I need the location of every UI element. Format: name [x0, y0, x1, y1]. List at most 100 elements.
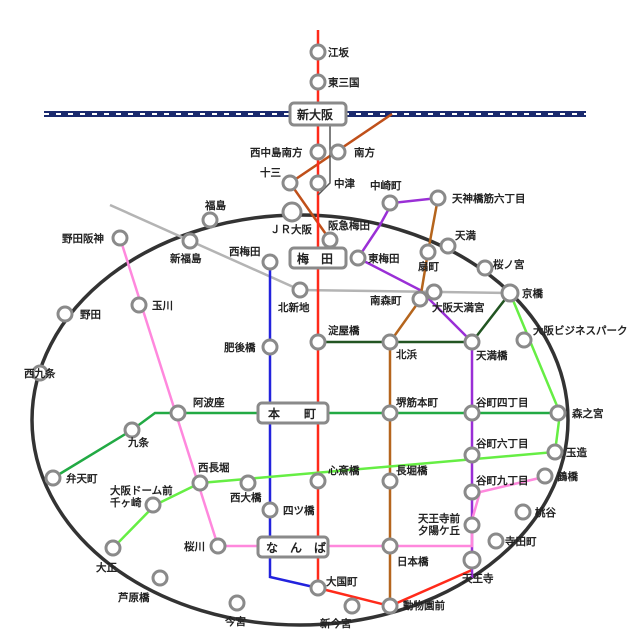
- station-obp[interactable]: [515, 331, 533, 349]
- label-minamimorimachi: 南森町: [370, 294, 402, 307]
- label-temma: 天満: [455, 229, 476, 242]
- station-shinimamiya[interactable]: [343, 597, 361, 615]
- station-temmabashi[interactable]: [463, 333, 481, 351]
- station-yotsubashi[interactable]: [261, 501, 279, 519]
- label-obp: 大阪ビジネスパーク: [533, 324, 628, 337]
- station-ogimachi[interactable]: [419, 243, 437, 261]
- label-doubutsuenmae: 動物園前: [403, 599, 445, 612]
- station-shinfukushima[interactable]: [181, 232, 199, 250]
- label-osakadome-2: 千ヶ崎: [110, 496, 142, 509]
- station-tsuruhashi[interactable]: [536, 467, 554, 485]
- label-higashiumeda: 東梅田: [368, 252, 400, 265]
- station-minamimorimachi[interactable]: [411, 290, 429, 308]
- label-temmabashi: 天満橋: [476, 349, 508, 362]
- label-tamatsukuri: 玉造: [566, 446, 587, 459]
- station-tanimachi9[interactable]: [463, 483, 481, 501]
- station-noda-hanshin[interactable]: [111, 229, 129, 247]
- station-momodani[interactable]: [514, 503, 532, 521]
- station-ashiharabashi[interactable]: [151, 569, 169, 587]
- umeda-box: [288, 246, 348, 270]
- station-juso[interactable]: [281, 174, 299, 192]
- station-osakatemmangu[interactable]: [425, 283, 443, 301]
- jr-connector-line: [317, 114, 331, 196]
- label-shinosaka: 新大阪: [297, 107, 334, 122]
- station-fukushima[interactable]: [201, 211, 219, 229]
- station-doubutsuenmae[interactable]: [381, 597, 399, 615]
- label-noda: 野田: [80, 309, 101, 321]
- label-shitennojimae-1: 天王寺前: [418, 512, 460, 525]
- station-taisho[interactable]: [104, 539, 122, 557]
- station-kitashinchi[interactable]: [291, 281, 309, 299]
- label-juso: 十三: [260, 166, 281, 179]
- station-tanimachi4[interactable]: [463, 404, 481, 422]
- station-nishinagahori[interactable]: [191, 474, 209, 492]
- label-jr-osaka: ＪＲ大阪: [270, 223, 312, 236]
- label-nishiohashi: 西大橋: [230, 491, 262, 504]
- label-tennoji: 天王寺: [462, 572, 494, 585]
- label-morinomiya: 森之宮: [571, 407, 604, 420]
- label-nakazakicho: 中崎町: [370, 179, 402, 192]
- station-bentencho[interactable]: [44, 469, 62, 487]
- hommachi-box: [256, 401, 330, 425]
- station-shitennojimae[interactable]: [463, 516, 481, 534]
- station-nakazakicho[interactable]: [381, 194, 399, 212]
- nagahori-line: [112, 292, 562, 549]
- label-hommachi: 本 町: [268, 406, 316, 421]
- station-minamikata[interactable]: [329, 143, 347, 161]
- station-sakuranomiya[interactable]: [476, 259, 494, 277]
- station-nishiumeda[interactable]: [261, 253, 279, 271]
- station-osakadome[interactable]: [144, 496, 162, 514]
- station-nakatsu[interactable]: [309, 174, 327, 192]
- station-temma[interactable]: [439, 237, 457, 255]
- station-shinsaibashi[interactable]: [309, 472, 327, 490]
- label-higashimikuni: 東三国: [328, 76, 360, 89]
- station-noda[interactable]: [56, 305, 74, 323]
- label-tenjinbashisuji6: 天神橋筋六丁目: [452, 192, 526, 205]
- midosuji-line: [316, 30, 473, 608]
- label-kyobashi: 京橋: [522, 287, 543, 300]
- station-tennoji[interactable]: [462, 550, 482, 570]
- station-nishinakajima[interactable]: [309, 143, 327, 161]
- station-higashiumeda[interactable]: [349, 249, 367, 267]
- station-sakaisujihommachi[interactable]: [381, 404, 399, 422]
- label-higobashi: 肥後橋: [224, 341, 256, 354]
- station-sakuragawa[interactable]: [209, 537, 227, 555]
- label-shitennojimae-2: 夕陽ケ丘: [418, 524, 460, 537]
- sennichimae-line: [118, 237, 549, 548]
- label-osakatemmangu: 大阪天満宮: [432, 301, 485, 314]
- station-tamatsukuri[interactable]: [546, 443, 564, 461]
- label-nakatsu: 中津: [334, 177, 355, 190]
- station-nishiohashi[interactable]: [239, 474, 257, 492]
- label-shinfukushima: 新福島: [170, 252, 202, 265]
- station-kujo[interactable]: [123, 421, 141, 439]
- station-tamagawa[interactable]: [130, 296, 148, 314]
- label-ogimachi: 扇町: [418, 260, 439, 273]
- station-nishikujo[interactable]: [31, 364, 49, 382]
- station-higobashi[interactable]: [261, 338, 279, 356]
- label-sakuranomiya: 桜ノ宮: [493, 258, 525, 271]
- station-tenjinbashisuji6[interactable]: [429, 189, 447, 207]
- station-nippombashi[interactable]: [381, 537, 399, 555]
- label-teradacho: 寺田町: [505, 535, 537, 548]
- station-kitahama[interactable]: [381, 333, 399, 351]
- station-kyobashi[interactable]: [500, 283, 520, 303]
- station-esaka[interactable]: [309, 43, 327, 61]
- station-imamiya[interactable]: [228, 594, 246, 612]
- station-jr-osaka[interactable]: [281, 201, 303, 223]
- shinosaka-box: [288, 101, 348, 127]
- station-tanimachi6[interactable]: [463, 446, 481, 464]
- station-yodoyabashi[interactable]: [309, 333, 327, 351]
- station-markers: [31, 43, 567, 615]
- station-teradacho[interactable]: [487, 532, 505, 550]
- station-daikokucho[interactable]: [309, 579, 327, 597]
- station-awaza[interactable]: [169, 404, 187, 422]
- label-momodani: 桃谷: [535, 506, 556, 519]
- station-morinomiya[interactable]: [549, 404, 567, 422]
- yotsubashi-line: [268, 262, 319, 590]
- label-nishinakajima: 西中島南方: [250, 146, 303, 159]
- station-hankyu-umeda[interactable]: [321, 231, 339, 249]
- station-higashimikuni[interactable]: [309, 73, 327, 91]
- label-nishikujo: 西九条: [24, 367, 56, 380]
- station-nagahoribashi[interactable]: [381, 472, 399, 490]
